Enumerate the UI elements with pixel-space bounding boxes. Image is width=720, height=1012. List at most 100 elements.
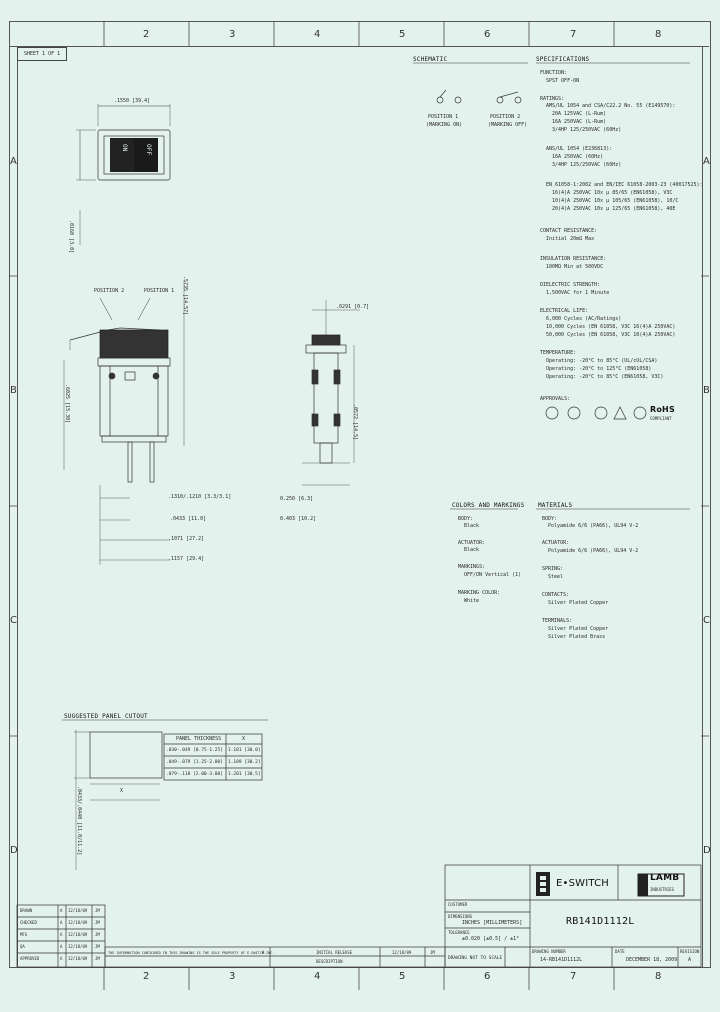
rev-row-3-by: JM [95, 932, 100, 937]
colors-body-v: Black [464, 523, 480, 529]
materials-terminals-h: TERMINALS: [542, 618, 573, 624]
panel-row-1-t: .030-.049 [0.75-1.25] [166, 748, 223, 753]
spec-r8: EN 61058-1:2002 and EN/IEC 61058-2003-23… [546, 182, 703, 188]
materials-title: MATERIALS [538, 502, 573, 509]
schematic-pos1-sub: (MARKING ON) [426, 122, 463, 128]
spec-dielectric-v: 1,500VAC for 1 Minute [546, 290, 610, 296]
dim-1157: .1157 [29.4] [168, 556, 205, 562]
zone-col-6-bottom: 6 [484, 971, 491, 982]
spec-r6: 16A 250VAC (60Hz) [552, 154, 604, 160]
rocker-off-label: OFF [145, 144, 152, 156]
zone-col-2-bottom: 2 [143, 971, 150, 982]
spec-dielectric-h: DIELECTRIC STRENGTH: [540, 282, 601, 288]
colors-actuator-h: ACTUATOR: [458, 540, 486, 546]
spec-r1: AMS/UL 1054 and CSA/C22.2 No. 55 (E14957… [546, 103, 676, 109]
rev-row-1-rev: A [60, 908, 63, 913]
rev-row-2-label: CHECKED [20, 920, 37, 925]
dim-572: .0572 [14.5] [352, 404, 358, 441]
spec-e2: 10,000 Cycles (EN 61058, V3C 16(4)A 250V… [546, 324, 676, 330]
rohs-mark: RoHS [650, 405, 675, 414]
panel-vertical-dim: .0433/.0440 [11.0/11.2] [76, 786, 82, 856]
spec-r4: 3/4HP 125/250VAC (60Hz) [552, 127, 622, 133]
rocker-on-label: ON [121, 144, 128, 152]
date-value: DECEMBER 18, 2009 [626, 957, 678, 963]
materials-spring-v: Steel [548, 574, 564, 580]
spec-r2: 20A 125VAC (L-Rum) [552, 111, 607, 117]
spec-electrical-h: ELECTRICAL LIFE: [540, 308, 589, 314]
schematic-pos1: POSITION 1 [428, 114, 459, 120]
zone-col-7-bottom: 7 [570, 971, 577, 982]
ecn-label: DESCRIPTION [316, 959, 343, 964]
spec-r5: ANS/UL 1054 (E236813): [546, 146, 613, 152]
dim-side: .6025 [15.30] [64, 384, 70, 424]
spec-r3: 16A 250VAC (L-Rum) [552, 119, 607, 125]
spec-title: SPECIFICATIONS [536, 56, 590, 63]
rev-row-3-rev: A [60, 932, 63, 937]
bottom-date: 12/18/09 [392, 950, 412, 955]
revision-value: A [688, 957, 692, 963]
rev-row-5-label: APPROVED [20, 956, 40, 961]
zone-row-a-right: A [703, 156, 710, 167]
dim-top-width: .1550 [39.4] [114, 98, 151, 104]
rev-row-2-date: 12/18/09 [68, 920, 88, 925]
rev-row-5-by: JM [95, 956, 100, 961]
proprietary-note: THE INFORMATION CONTAINED IN THIS DRAWIN… [108, 951, 275, 955]
rev-row-2-rev: A [60, 920, 63, 925]
zone-col-7-top: 7 [570, 29, 577, 40]
spec-insulation-v: 100MΩ Min at 500VDC [546, 264, 604, 270]
panel-row-3-x: 1.201 [30.5] [228, 772, 261, 777]
spec-function-h: FUNCTION: [540, 70, 568, 76]
spec-r11: 20(4)A 250VAC 10x µ 125/65 (EN61058), 40… [552, 206, 676, 212]
panel-row-1-x: 1.181 [30.0] [228, 748, 261, 753]
dwg-number-label: DRAWING NUMBER [532, 949, 566, 954]
rev-row-4-by: JM [95, 944, 100, 949]
eco-label: INITIAL RELEASE [316, 950, 353, 955]
panel-col-thickness: PANEL THICKNESS [176, 736, 222, 742]
rev-row-5-rev: A [60, 956, 63, 961]
spec-t3: Operating: -20°C to 85°C (EN61058, V3C) [546, 374, 664, 380]
rev-row-4-date: 12/18/09 [68, 944, 88, 949]
materials-contacts-v: Silver Plated Copper [548, 600, 609, 606]
dim-1071: .1071 [27.2] [168, 536, 205, 542]
spec-temp-h: TEMPERATURE: [540, 350, 577, 356]
lamb-logo: LAMB [650, 873, 680, 883]
spec-r7: 3/4HP 125/250VAC (60Hz) [552, 162, 622, 168]
dim-terminal: .1310/.1210 [3.3/3.1] [168, 494, 232, 500]
panel-col-x: X [242, 736, 246, 742]
zone-row-d-right: D [703, 845, 711, 856]
dim-403: 0.403 [10.2] [280, 516, 317, 522]
materials-term2: Silver Plated Brass [548, 634, 606, 640]
zone-row-b-left: B [10, 385, 17, 396]
zone-col-5-top: 5 [399, 29, 406, 40]
panel-title: SUGGESTED PANEL CUTOUT [64, 713, 148, 720]
sheet-label: SHEET 1 OF 1 [24, 51, 61, 57]
spec-approvals-h: APPROVALS: [540, 396, 571, 402]
zone-col-4-top: 4 [314, 29, 321, 40]
tolerance-value: ±0.020 [±0.5] / ±1° [462, 936, 520, 942]
spec-insulation-h: INSULATION RESISTANCE: [540, 256, 607, 262]
zone-row-c-left: C [10, 615, 17, 626]
zone-col-3-bottom: 3 [229, 971, 236, 982]
schematic-pos2: POSITION 2 [490, 114, 521, 120]
colors-body-h: BODY: [458, 516, 474, 522]
lamb-logo-sub: INDUSTRIES [650, 887, 675, 892]
rohs-compliant: COMPLIANT [650, 416, 672, 421]
zone-row-d-left: D [10, 845, 18, 856]
bottom-by: JM [430, 950, 435, 955]
rev-row-1-date: 12/18/09 [68, 908, 88, 913]
rev-row-4-label: QA [20, 944, 25, 949]
spec-t1: Operating: -20°C to 85°C (UL/cUL/CSA) [546, 358, 658, 364]
top-zone-divider [9, 46, 709, 47]
colors-title: COLORS AND MARKINGS [452, 502, 525, 509]
spec-r9: 16(4)A 250VAC 10x µ 85/65 (EN61058), V3C [552, 190, 673, 196]
rev-row-3-date: 12/18/09 [68, 932, 88, 937]
tolerance-label: TOLERANCE [448, 930, 470, 935]
materials-body-v: Polyamide 6/6 (PA66), UL94 V-2 [548, 523, 639, 529]
schematic-title: SCHEMATIC [413, 56, 448, 63]
spec-contact-h: CONTACT RESISTANCE: [540, 228, 598, 234]
rev-row-5-date: 12/18/09 [68, 956, 88, 961]
dwg-number: 14-RB141D1112L [540, 957, 583, 963]
zone-col-2-top: 2 [143, 29, 150, 40]
colors-marking-color-h: MARKING COLOR: [458, 590, 501, 596]
customer-label: CUSTOMER [448, 902, 468, 907]
